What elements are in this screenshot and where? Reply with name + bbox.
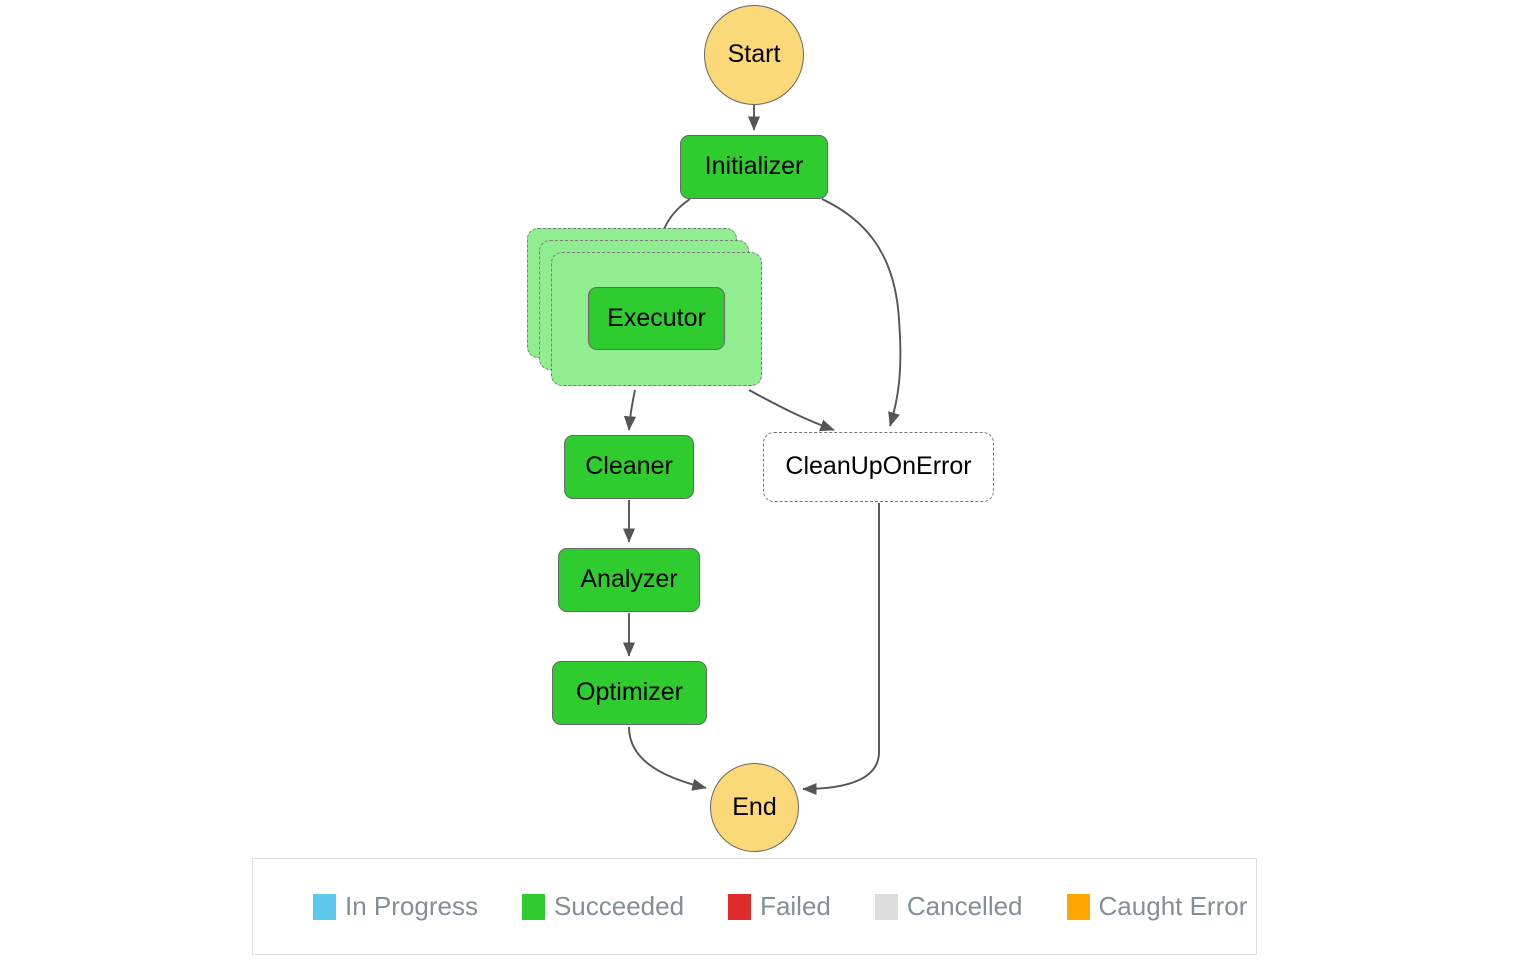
legend-label-failed: Failed: [760, 891, 831, 921]
node-end-label: End: [732, 792, 777, 821]
node-cleanuponerror-label: CleanUpOnError: [785, 452, 972, 481]
node-cleanuponerror[interactable]: CleanUpOnError: [763, 432, 994, 502]
node-start-label: Start: [727, 40, 781, 69]
edge-initializer-cleanuponerror: [821, 198, 902, 427]
edge-executor-cleaner: [623, 389, 637, 431]
node-executor[interactable]: Executor: [588, 287, 725, 350]
legend-label-cancelled: Cancelled: [906, 891, 1023, 921]
legend-label-succeeded: Succeeded: [553, 891, 685, 921]
legend-label-in-progress: In Progress: [345, 891, 478, 921]
edge-cleanuponerror-end: [802, 503, 880, 796]
node-analyzer[interactable]: Analyzer: [558, 548, 700, 612]
legend-swatch-failed-icon: [728, 893, 752, 920]
legend-swatch-cancelled-icon: [874, 893, 898, 920]
legend-item-cancelled[interactable]: Cancelled: [874, 891, 1023, 922]
node-executor-label: Executor: [607, 303, 706, 332]
legend-swatch-caught-error-icon: [1066, 893, 1090, 920]
legend-swatch-succeeded-icon: [521, 893, 545, 920]
legend-item-in-progress[interactable]: In Progress: [313, 891, 478, 922]
node-optimizer-label: Optimizer: [576, 678, 683, 707]
legend-swatch-in-progress-icon: [313, 893, 336, 920]
node-initializer-label: Initializer: [704, 152, 804, 181]
legend-item-caught-error[interactable]: Caught Error: [1066, 891, 1248, 922]
node-initializer[interactable]: Initializer: [680, 135, 828, 199]
status-legend: In Progress Succeeded Failed Cancelled C…: [252, 858, 1257, 955]
node-cleaner-label: Cleaner: [585, 452, 673, 481]
legend-item-succeeded[interactable]: Succeeded: [521, 891, 685, 922]
edge-optimizer-end: [628, 726, 707, 791]
node-optimizer[interactable]: Optimizer: [552, 661, 707, 725]
edge-executor-cleanuponerror: [748, 389, 835, 432]
node-start[interactable]: Start: [704, 5, 804, 105]
node-end[interactable]: End: [710, 763, 799, 852]
node-analyzer-label: Analyzer: [580, 565, 678, 594]
node-cleaner[interactable]: Cleaner: [564, 435, 694, 499]
legend-item-failed[interactable]: Failed: [728, 891, 831, 922]
legend-label-caught-error: Caught Error: [1098, 891, 1248, 921]
